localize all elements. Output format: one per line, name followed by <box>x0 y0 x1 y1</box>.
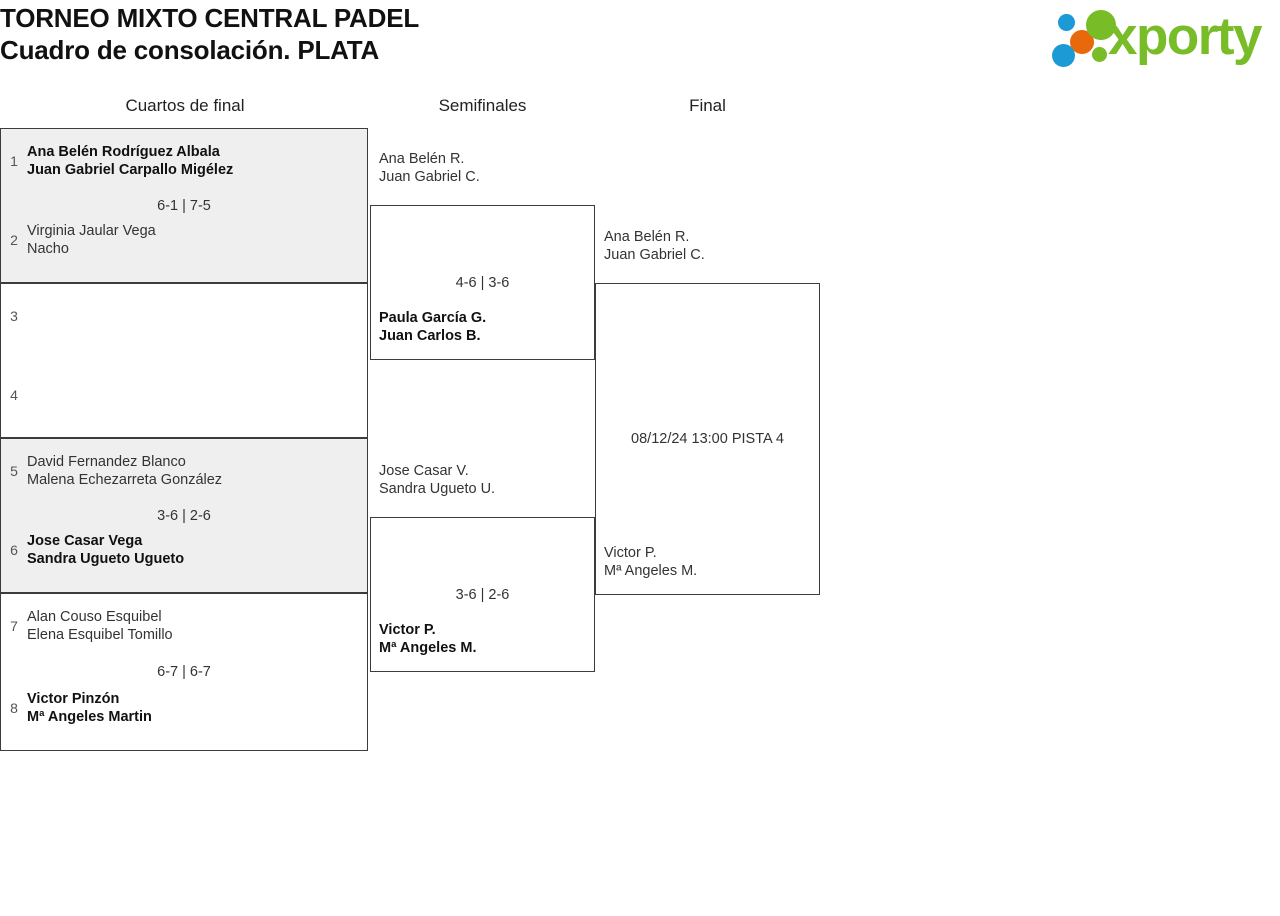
quarterfinal-1-team-bottom[interactable]: 2 Virginia Jaular Vega Nacho <box>1 222 367 268</box>
player-name: Victor P. <box>604 545 657 561</box>
tournament-bracket: 1 Ana Belén Rodríguez Albala Juan Gabrie… <box>0 128 860 752</box>
round-header-final: Final <box>689 96 726 115</box>
seed-number: 2 <box>10 232 18 248</box>
player-name: Juan Carlos B. <box>379 328 481 344</box>
team-names: David Fernandez Blanco Malena Echezarret… <box>27 453 222 489</box>
match-score: 3-6 | 2-6 <box>157 507 211 524</box>
seed-number: 3 <box>10 308 18 324</box>
player-name: Mª Angeles M. <box>379 640 477 656</box>
semifinal-match-2[interactable]: Jose Casar V. Sandra Ugueto U. 3-6 | 2-6… <box>370 463 595 672</box>
page-title: TORNEO MIXTO CENTRAL PADEL Cuadro de con… <box>0 2 419 66</box>
logo-dot-green-small-icon <box>1092 47 1107 62</box>
quarterfinal-match-2[interactable]: 3 4 <box>0 283 368 438</box>
logo-dot-blue-small-icon <box>1058 14 1075 31</box>
quarterfinal-match-1[interactable]: 1 Ana Belén Rodríguez Albala Juan Gabrie… <box>0 128 368 283</box>
seed-number: 7 <box>10 618 18 634</box>
player-name: Virginia Jaular Vega <box>27 223 156 239</box>
team-names: Virginia Jaular Vega Nacho <box>27 222 156 258</box>
tournament-name: TORNEO MIXTO CENTRAL PADEL <box>0 3 420 33</box>
player-name: Victor P. <box>379 622 436 638</box>
final-team-top[interactable]: Ana Belén R. Juan Gabriel C. <box>604 228 705 264</box>
player-name: Malena Echezarreta González <box>27 472 223 488</box>
quarterfinal-3-team-bottom[interactable]: 6 Jose Casar Vega Sandra Ugueto Ugueto <box>1 532 367 578</box>
player-name: David Fernandez Blanco <box>27 454 186 470</box>
team-names: Ana Belén Rodríguez Albala Juan Gabriel … <box>27 143 233 179</box>
logo-dot-green-large-icon <box>1086 10 1116 40</box>
player-name: Mª Angeles Martin <box>27 709 152 725</box>
player-name: Jose Casar V. <box>379 463 469 479</box>
player-name: Paula García G. <box>379 310 487 326</box>
final-team-bottom[interactable]: Victor P. Mª Angeles M. <box>604 544 697 580</box>
player-name: Victor Pinzón <box>27 691 120 707</box>
quarterfinal-1-team-top[interactable]: 1 Ana Belén Rodríguez Albala Juan Gabrie… <box>1 143 367 189</box>
semifinal-1-team-bottom[interactable]: Paula García G. Juan Carlos B. <box>379 309 486 345</box>
player-name: Juan Gabriel Carpallo Migélez <box>27 162 234 178</box>
player-name: Alan Couso Esquibel <box>27 609 162 625</box>
match-score: 6-1 | 7-5 <box>157 197 211 214</box>
logo-dots-icon <box>1050 8 1122 67</box>
match-score: 4-6 | 3-6 <box>455 274 510 291</box>
seed-number: 5 <box>10 463 18 479</box>
team-names: Victor Pinzón Mª Angeles Martin <box>27 690 152 726</box>
semifinal-match-1[interactable]: Ana Belén R. Juan Gabriel C. 4-6 | 3-6 P… <box>370 151 595 360</box>
final-match-info: 08/12/24 13:00 PISTA 4 <box>631 431 784 447</box>
match-score: 6-7 | 6-7 <box>157 664 211 680</box>
player-name: Juan Gabriel C. <box>379 169 480 185</box>
player-name: Jose Casar Vega <box>27 533 143 549</box>
seed-number: 8 <box>10 700 18 716</box>
quarterfinal-2-team-top[interactable]: 3 <box>1 298 367 344</box>
page-header: TORNEO MIXTO CENTRAL PADEL Cuadro de con… <box>0 0 1280 80</box>
seed-number: 4 <box>10 387 18 403</box>
player-name: Mª Angeles M. <box>604 563 698 579</box>
bracket-subtitle: Cuadro de consolación. PLATA <box>0 35 380 65</box>
quarterfinal-4-team-top[interactable]: 7 Alan Couso Esquibel Elena Esquibel Tom… <box>1 608 367 654</box>
player-name: Elena Esquibel Tomillo <box>27 627 173 643</box>
seed-number: 1 <box>10 153 18 169</box>
match-score: 3-6 | 2-6 <box>455 586 510 603</box>
player-name: Ana Belén R. <box>379 151 465 167</box>
quarterfinal-4-team-bottom[interactable]: 8 Victor Pinzón Mª Angeles Martin <box>1 690 367 736</box>
quarterfinal-match-3[interactable]: 5 David Fernandez Blanco Malena Echezarr… <box>0 438 368 593</box>
player-name: Nacho <box>27 241 69 257</box>
quarterfinal-match-4[interactable]: 7 Alan Couso Esquibel Elena Esquibel Tom… <box>0 593 368 751</box>
quarterfinal-3-team-top[interactable]: 5 David Fernandez Blanco Malena Echezarr… <box>1 453 367 499</box>
xporty-logo[interactable]: xporty <box>1050 6 1276 68</box>
seed-number: 6 <box>10 542 18 558</box>
player-name: Sandra Ugueto U. <box>379 481 496 497</box>
logo-wordmark: xporty <box>1108 7 1262 66</box>
team-names: Alan Couso Esquibel Elena Esquibel Tomil… <box>27 608 173 644</box>
player-name: Ana Belén R. <box>604 229 690 245</box>
player-name: Ana Belén Rodríguez Albala <box>27 144 220 160</box>
logo-dot-blue-large-icon <box>1052 44 1075 67</box>
semifinal-2-team-top[interactable]: Jose Casar V. Sandra Ugueto U. <box>379 462 495 498</box>
final-match[interactable]: Ana Belén R. Juan Gabriel C. 08/12/24 13… <box>595 229 820 595</box>
round-header-quarterfinals: Cuartos de final <box>125 96 245 115</box>
team-names: Jose Casar Vega Sandra Ugueto Ugueto <box>27 532 184 568</box>
semifinal-2-team-bottom[interactable]: Victor P. Mª Angeles M. <box>379 621 476 657</box>
semifinal-1-team-top[interactable]: Ana Belén R. Juan Gabriel C. <box>379 150 480 186</box>
player-name: Juan Gabriel C. <box>604 247 705 263</box>
round-header-semifinals: Semifinales <box>438 96 527 115</box>
player-name: Sandra Ugueto Ugueto <box>27 551 185 567</box>
quarterfinal-2-team-bottom[interactable]: 4 <box>1 377 367 423</box>
